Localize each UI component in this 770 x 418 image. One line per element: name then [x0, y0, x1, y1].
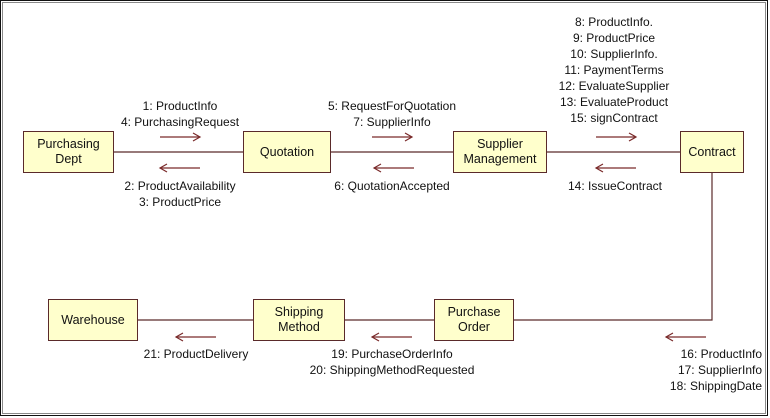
message-label: 10: SupplierInfo. — [570, 47, 658, 61]
node-contract[interactable]: Contract — [680, 131, 744, 173]
node-quotation[interactable]: Quotation — [243, 131, 331, 173]
node-purchase-order[interactable]: Purchase Order — [434, 299, 514, 341]
message-label: 16: ProductInfo — [680, 347, 762, 361]
messages-contract-to-purchase-order: 16: ProductInfo 17: SupplierInfo 18: Shi… — [610, 346, 762, 394]
node-shipping-method[interactable]: Shipping Method — [253, 299, 345, 341]
node-supplier-management[interactable]: Supplier Management — [453, 131, 547, 173]
message-label: 15: signContract — [570, 111, 658, 125]
link-contract-purchase-order — [514, 172, 713, 321]
message-label: 4: PurchasingRequest — [120, 115, 240, 129]
arrow-contract-to-supplier — [594, 163, 636, 173]
messages-supplier-to-contract: 8: ProductInfo. 9: ProductPrice 10: Supp… — [540, 14, 688, 126]
message-label: 8: ProductInfo. — [574, 15, 654, 29]
message-label: 2: ProductAvailability — [124, 179, 236, 193]
message-label: 1: ProductInfo — [142, 99, 218, 113]
message-label: 7: SupplierInfo — [353, 115, 431, 129]
node-purchasing-dept[interactable]: Purchasing Dept — [23, 131, 114, 173]
messages-supplier-to-quotation: 6: QuotationAccepted — [316, 178, 468, 194]
message-label: 6: QuotationAccepted — [334, 179, 450, 193]
arrow-supplier-to-quotation — [372, 163, 414, 173]
arrow-purchase-order-to-shipping — [370, 332, 412, 342]
message-label: 19: PurchaseOrderInfo — [331, 347, 453, 361]
messages-shipping-to-warehouse: 21: ProductDelivery — [130, 346, 262, 362]
message-label: 14: IssueContract — [567, 179, 663, 193]
arrow-shipping-to-warehouse — [174, 332, 216, 342]
message-label: 18: ShippingDate — [669, 379, 762, 393]
message-label: 17: SupplierInfo — [677, 363, 762, 377]
message-label: 20: ShippingMethodRequested — [309, 363, 475, 377]
message-label: 13: EvaluateProduct — [559, 95, 669, 109]
arrow-purchasing-to-quotation — [160, 132, 202, 142]
message-label: 11: PaymentTerms — [564, 63, 664, 77]
message-label: 9: ProductPrice — [572, 31, 656, 45]
messages-contract-to-supplier: 14: IssueContract — [550, 178, 680, 194]
node-warehouse[interactable]: Warehouse — [48, 299, 138, 341]
message-label: 21: ProductDelivery — [143, 347, 249, 361]
messages-purchase-order-to-shipping: 19: PurchaseOrderInfo 20: ShippingMethod… — [296, 346, 488, 378]
message-label: 3: ProductPrice — [138, 195, 222, 209]
arrow-quotation-to-purchasing — [158, 163, 200, 173]
messages-quotation-to-supplier: 5: RequestForQuotation 7: SupplierInfo — [310, 98, 474, 130]
message-label: 5: RequestForQuotation — [327, 99, 457, 113]
arrow-quotation-to-supplier — [372, 132, 414, 142]
messages-purchasing-to-quotation: 1: ProductInfo 4: PurchasingRequest — [112, 98, 248, 130]
messages-quotation-to-purchasing: 2: ProductAvailability 3: ProductPrice — [106, 178, 254, 210]
arrow-supplier-to-contract — [596, 132, 638, 142]
message-label: 12: EvaluateSupplier — [558, 79, 670, 93]
arrow-contract-to-purchase-order — [664, 332, 706, 342]
